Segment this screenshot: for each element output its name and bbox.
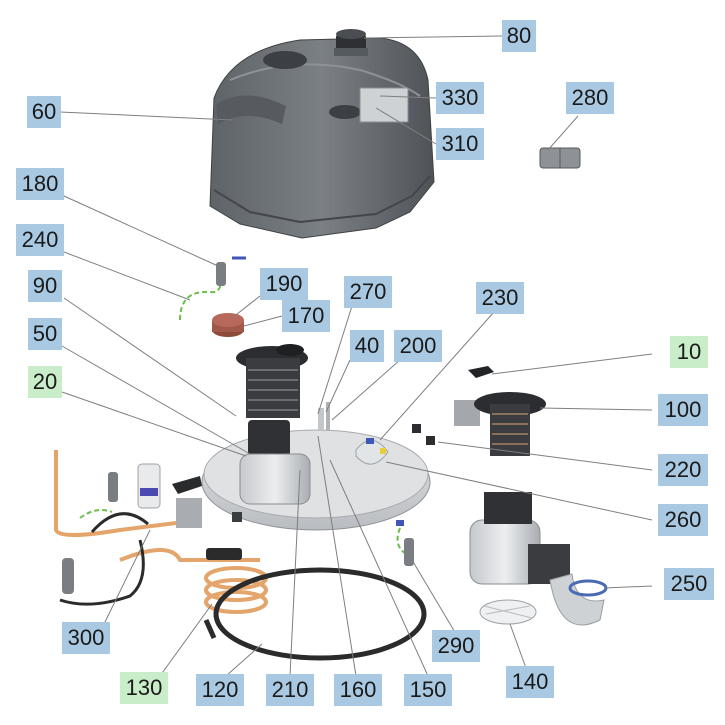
callout-90: 90: [28, 270, 62, 302]
valve-components: [318, 402, 389, 465]
callout-80: 80: [502, 20, 536, 52]
callout-240: 240: [16, 224, 64, 256]
callout-60: 60: [27, 96, 61, 128]
filter-pad: [212, 313, 244, 337]
callout-150: 150: [404, 674, 452, 706]
callout-130: 130: [120, 672, 168, 704]
left-motor-assembly: [236, 344, 311, 505]
callout-260: 260: [658, 504, 708, 536]
gasket-ring: [213, 567, 427, 661]
callout-120: 120: [196, 674, 244, 706]
callout-310: 310: [436, 128, 484, 160]
callout-100: 100: [658, 394, 708, 426]
callout-210: 210: [266, 674, 314, 706]
callout-250: 250: [664, 568, 714, 600]
callout-10: 10: [670, 336, 708, 368]
callout-180: 180: [16, 168, 64, 200]
right-motor-elbow: [469, 492, 608, 626]
housing-hood: [209, 37, 435, 239]
callout-40: 40: [350, 330, 384, 362]
callout-170: 170: [282, 300, 330, 332]
callout-220: 220: [658, 454, 708, 486]
right-fan-assembly: [412, 366, 546, 456]
callout-190: 190: [260, 268, 308, 300]
filter-mesh: [479, 599, 537, 625]
callout-270: 270: [344, 276, 392, 308]
callout-140: 140: [506, 666, 554, 698]
base-plate: [201, 429, 431, 531]
connector-block: [539, 147, 581, 169]
callout-330: 330: [436, 82, 484, 114]
callout-300: 300: [62, 622, 110, 654]
heater-hose-cables: [54, 450, 260, 606]
callout-50: 50: [28, 318, 62, 350]
callout-160: 160: [334, 674, 382, 706]
filler-cap: [334, 29, 368, 56]
callout-290: 290: [432, 630, 480, 662]
callout-280: 280: [566, 82, 614, 114]
level-sensor: [396, 520, 414, 566]
callout-200: 200: [394, 330, 442, 362]
callout-230: 230: [476, 282, 524, 314]
callout-20: 20: [28, 366, 62, 398]
sensor-cable: [179, 256, 246, 321]
leader-lines: [59, 35, 653, 677]
